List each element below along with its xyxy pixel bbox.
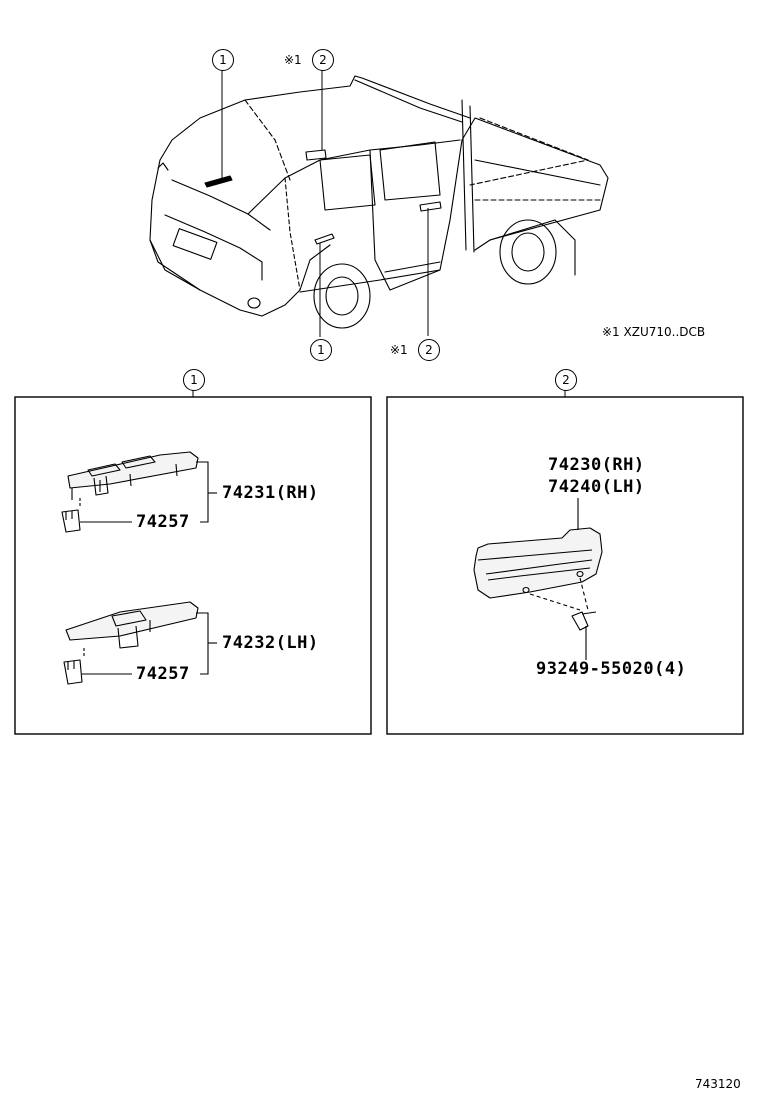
figure-id: 743120 [695, 1077, 741, 1091]
truck-illustration [149, 75, 609, 329]
part-74230: 74230(RH) [548, 455, 645, 475]
panel-left-leaders [80, 461, 217, 675]
model-note: ※1 XZU710..DCB [602, 325, 706, 339]
panel-right-index: 2 [555, 369, 577, 391]
panel-right-leaders [577, 498, 587, 660]
part-93249-55020: 93249-55020(4) [536, 659, 687, 679]
switch-base-rh-drawing [61, 451, 199, 533]
callout-2-bottom: 2 [418, 339, 440, 361]
part-74232: 74232(LH) [222, 633, 319, 653]
callout-1-top: 1 [212, 49, 234, 71]
part-74231: 74231(RH) [222, 483, 319, 503]
part-74257-rh: 74257 [136, 512, 190, 532]
part-74257-lh: 74257 [136, 664, 190, 684]
door-pull-drawing [473, 527, 603, 631]
panel-left-index: 1 [183, 369, 205, 391]
part-74240: 74240(LH) [548, 477, 645, 497]
overview-leaders [221, 70, 429, 337]
callout-1-bottom: 1 [310, 339, 332, 361]
callout-2-top: 2 [312, 49, 334, 71]
note-mark-top: ※1 [284, 53, 302, 67]
note-mark-bottom: ※1 [390, 343, 408, 357]
